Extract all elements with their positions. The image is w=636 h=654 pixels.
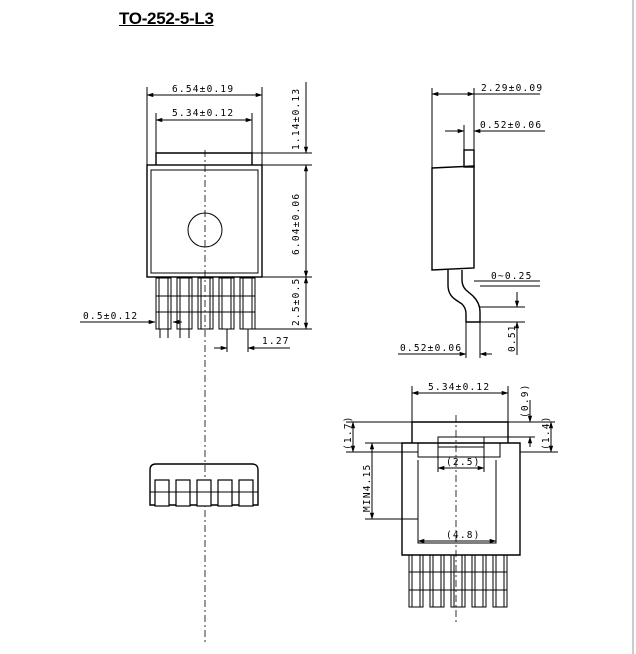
dim-body-height: 6.04±0.06 (291, 193, 302, 255)
dim-bottom-14: (1.4) (541, 415, 552, 450)
dim-lead-thickness: 0.52±0.06 (400, 343, 462, 354)
dim-lead-width: 0.5±0.12 (83, 311, 138, 322)
dim-body-width: 6.54±0.19 (172, 84, 234, 95)
top-body-inner (150, 169, 259, 274)
side-lead (447, 270, 481, 323)
front-leads (150, 479, 258, 507)
side-tab (463, 149, 475, 168)
bottom-leads (408, 554, 508, 608)
front-body (149, 463, 259, 506)
dim-bottom-25: (2.5) (446, 457, 481, 468)
dim-tab-height: 1.14±0.13 (291, 88, 302, 150)
dim-standoff: 0~0.25 (491, 271, 533, 282)
bottom-top-tab (411, 421, 509, 443)
top-view: 6.54±0.19 5.34±0.12 1.14±0.13 6.04±0.06 … (80, 82, 312, 645)
side-body (431, 165, 475, 271)
dim-tab-width: 5.34±0.12 (172, 108, 234, 119)
dim-bottom-17: (1.7) (343, 415, 354, 450)
lead-stubs (159, 329, 190, 338)
side-view: 2.29±0.09 0.52±0.06 0~0.25 0.51 0.52±0.0… (398, 83, 545, 358)
bottom-slot (437, 436, 485, 448)
top-leads (155, 277, 256, 330)
dim-bottom-tab-width: 5.34±0.12 (428, 382, 490, 393)
mounting-hole (187, 212, 223, 248)
dim-bottom-09: (0.9) (520, 383, 531, 418)
front-view (149, 463, 259, 507)
bottom-outline (401, 442, 521, 556)
dim-lead-length: 2.5±0.5 (291, 278, 302, 326)
dim-side-tab: 0.52±0.06 (480, 120, 542, 131)
dim-side-thickness: 2.29±0.09 (481, 83, 543, 94)
bottom-view: 5.34±0.12 (0.9) (1.4) (1.7) MIN4.15 (2.5… (343, 382, 558, 625)
dim-lead-offset: 0.51 (507, 324, 518, 352)
top-tab-outline (155, 152, 253, 165)
dim-lead-pitch: 1.27 (262, 336, 290, 347)
dim-bottom-48: (4.8) (446, 530, 481, 541)
top-body-outline (146, 164, 263, 278)
dim-bottom-min: MIN4.15 (362, 464, 373, 512)
page-title: TO-252-5-L3 (119, 9, 214, 28)
